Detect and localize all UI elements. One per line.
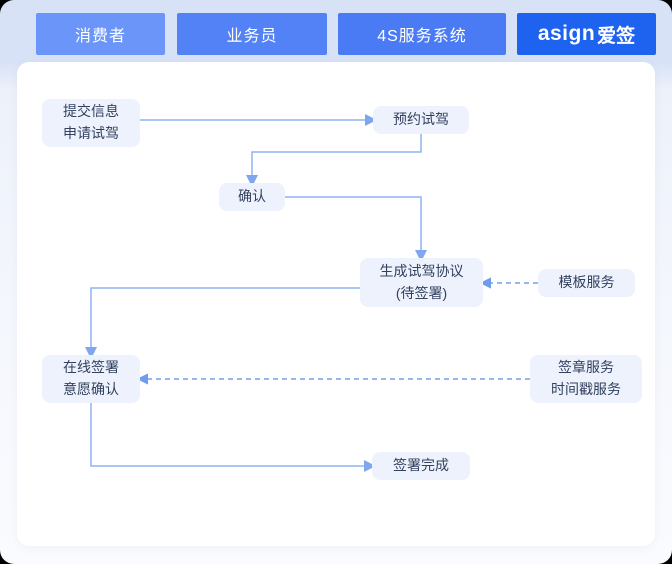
asign-logo-latin: asign [537,22,596,45]
lane-header-consumer-label: 消费者 [74,28,126,45]
node-generate-agreement-pending-sign: 生成试驾协议 (待签署) [360,258,483,307]
lane-header-consumer: 消费者 [36,13,165,55]
node-book-test-drive-label: 预约试驾 [393,111,449,128]
node-seal-timestamp-service: 签章服务 时间戳服务 [530,355,642,403]
node-sign-complete-label: 签署完成 [393,457,449,474]
node-online-sign-will-confirm: 在线签署 意愿确认 [42,355,140,403]
node-book-test-drive: 预约试驾 [373,106,469,134]
asign-logo-cn: 爱签 [597,25,636,47]
node-template-service-label: 模板服务 [558,274,615,291]
node-submit-info-apply-test-drive: 提交信息 申请试驾 [42,99,140,147]
node-seal-timestamp-label: 签章服务 时间戳服务 [551,359,621,397]
lane-header-salesman-label: 业务员 [226,28,278,45]
lane-header-asign-brand: asign 爱签 [517,13,656,55]
lane-header-4s-system-label: 4S服务系统 [377,28,467,45]
node-sign-complete: 签署完成 [372,452,470,480]
node-generate-agreement-label: 生成试驾协议 (待签署) [379,262,464,301]
lane-header-4s-system: 4S服务系统 [338,13,506,55]
node-confirm-label: 确认 [238,188,266,205]
node-template-service: 模板服务 [538,269,635,297]
node-confirm: 确认 [219,183,285,211]
node-submit-info-label: 提交信息 申请试驾 [63,103,119,141]
lane-header-salesman: 业务员 [177,13,327,55]
node-online-sign-label: 在线签署 意愿确认 [63,359,119,397]
